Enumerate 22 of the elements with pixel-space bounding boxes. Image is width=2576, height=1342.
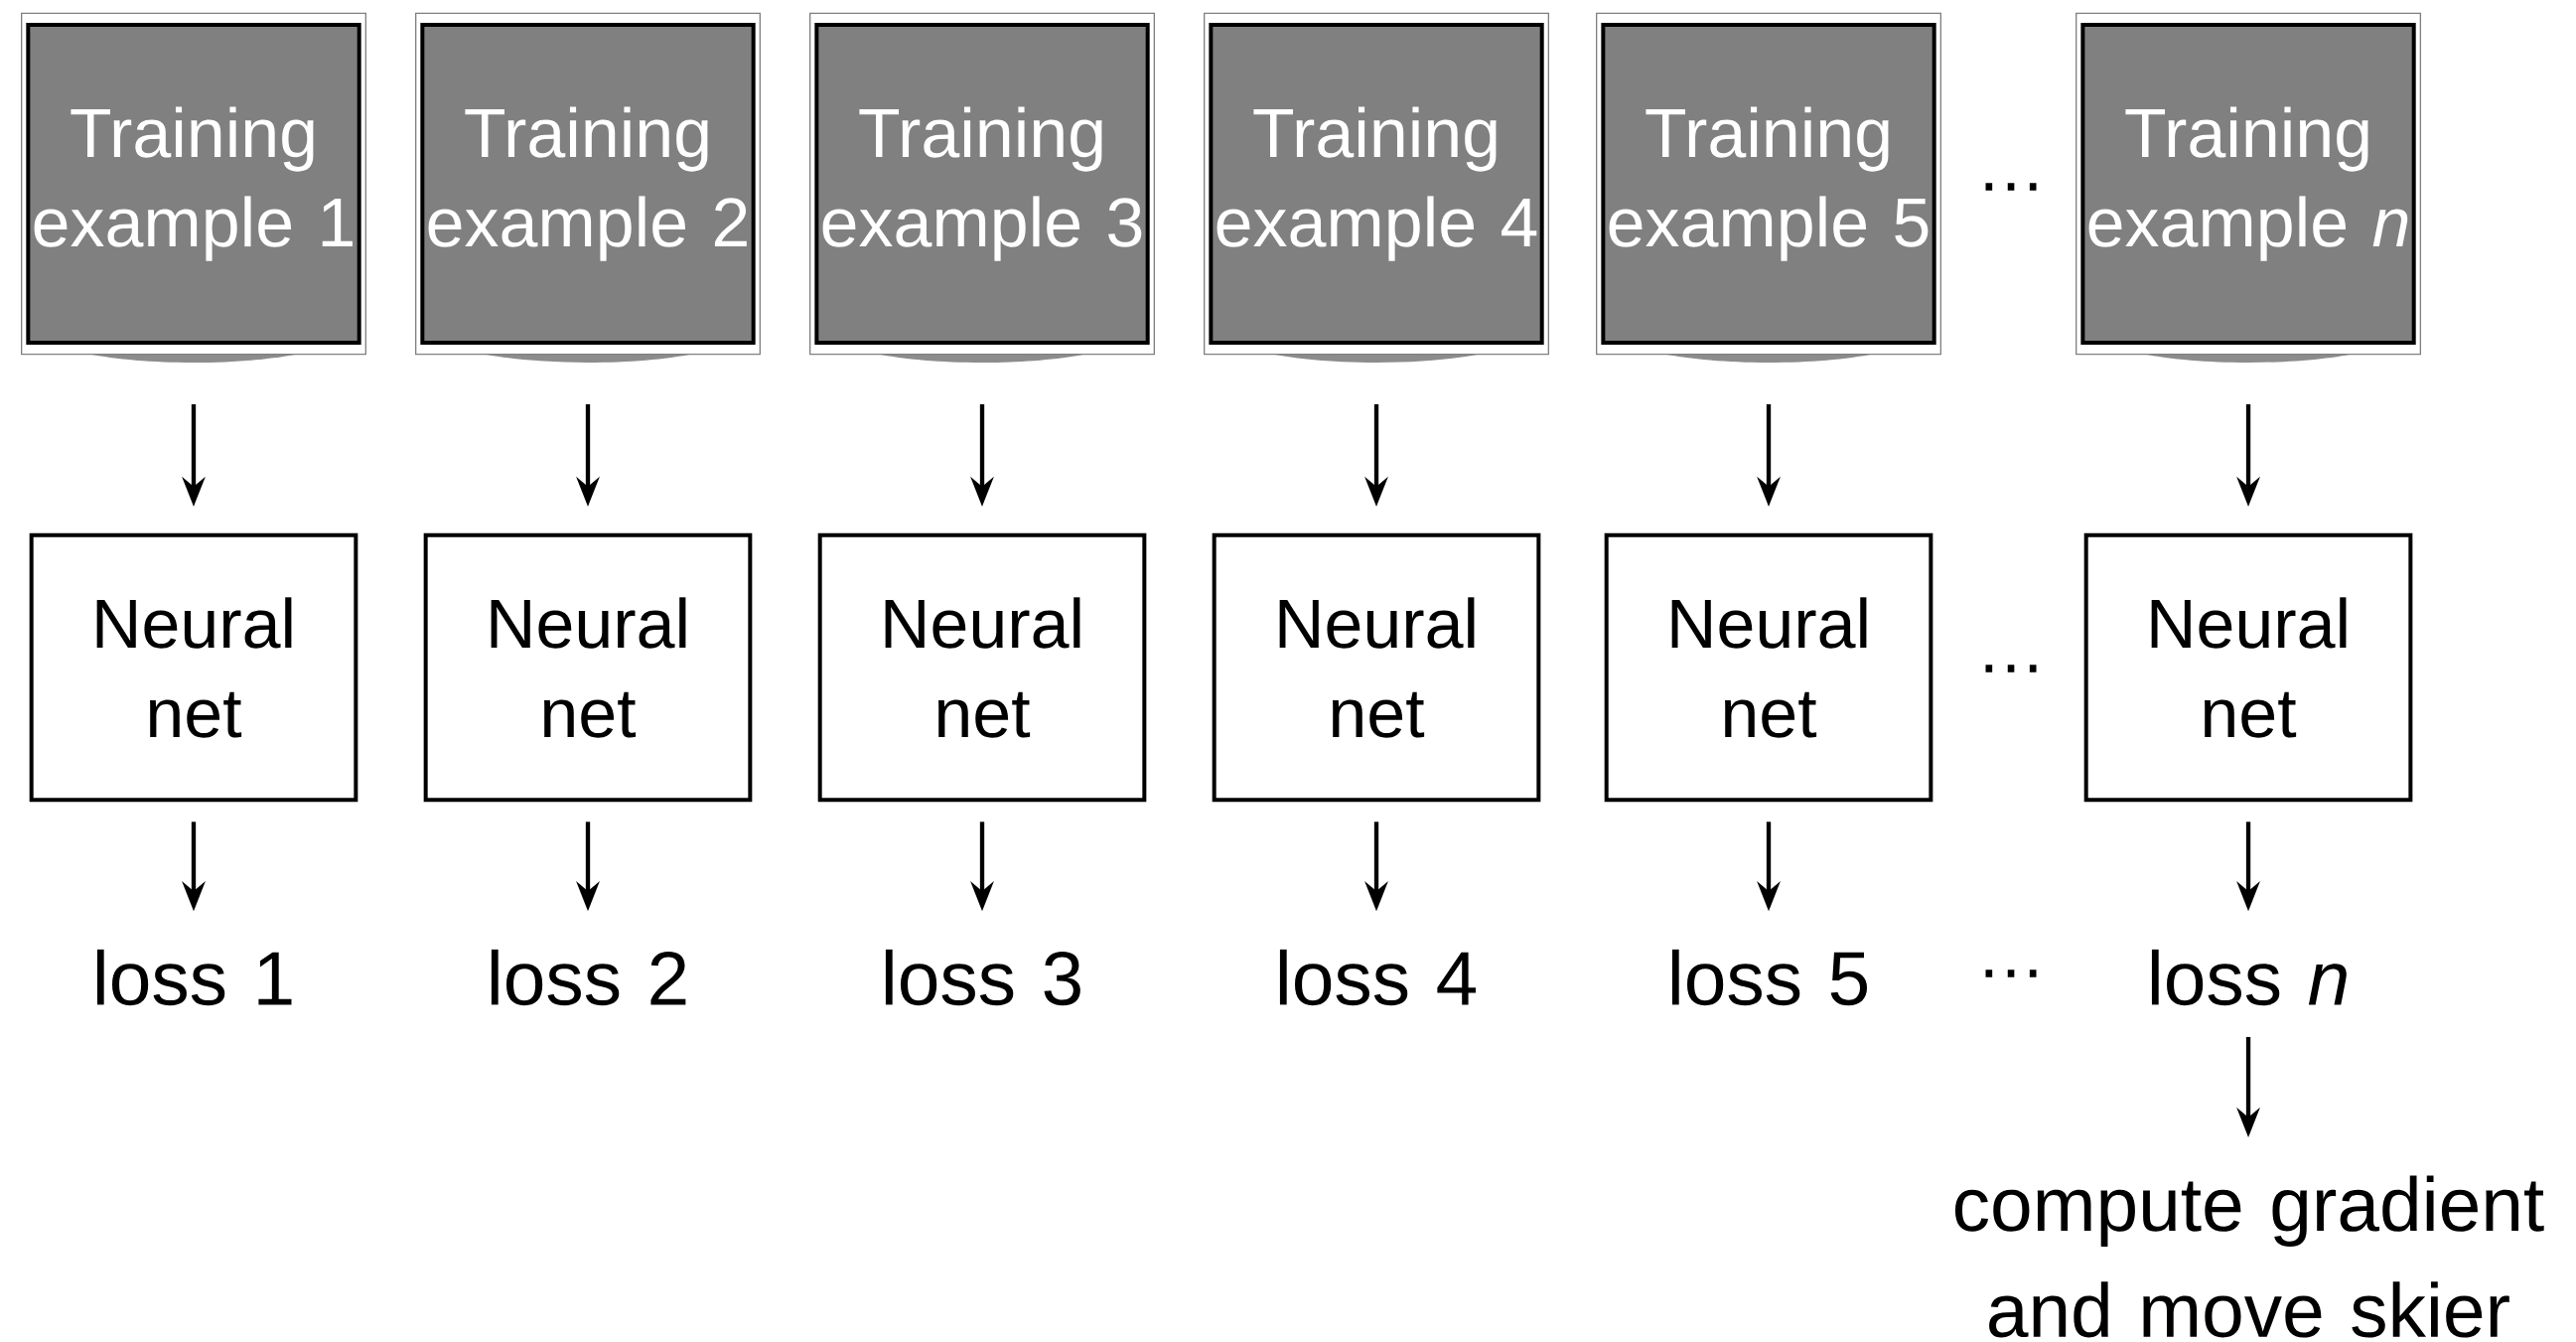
ellipsis: … (1985, 665, 2037, 672)
loss-text: loss 5 (1671, 949, 1867, 1006)
ellipsis: … (1985, 183, 2037, 191)
note-text: compute gradient and move skier (1954, 1175, 2544, 1338)
training-card: Training example 5 (1596, 12, 1941, 363)
training-card: Training example 4 (1204, 12, 1549, 363)
ellipsis: … (1985, 969, 2037, 977)
loss-text: loss 2 (491, 949, 686, 1006)
process-box: Neural net (1212, 532, 1541, 803)
loss-text: loss n (2151, 949, 2347, 1006)
training-card: Training example n (2075, 12, 2422, 363)
training-card: Training example 1 (21, 12, 366, 363)
process-box: Neural net (817, 532, 1147, 803)
process-box: Neural net (2083, 532, 2413, 803)
process-box: Neural net (29, 532, 358, 803)
process-box: Neural net (423, 532, 753, 803)
process-box: Neural net (1604, 532, 1933, 803)
loss-text: loss 4 (1279, 949, 1476, 1006)
training-card: Training example 2 (415, 12, 761, 363)
loss-text: loss 1 (96, 949, 292, 1006)
loss-text: loss 3 (885, 949, 1080, 1006)
training-card: Training example 3 (809, 12, 1155, 363)
